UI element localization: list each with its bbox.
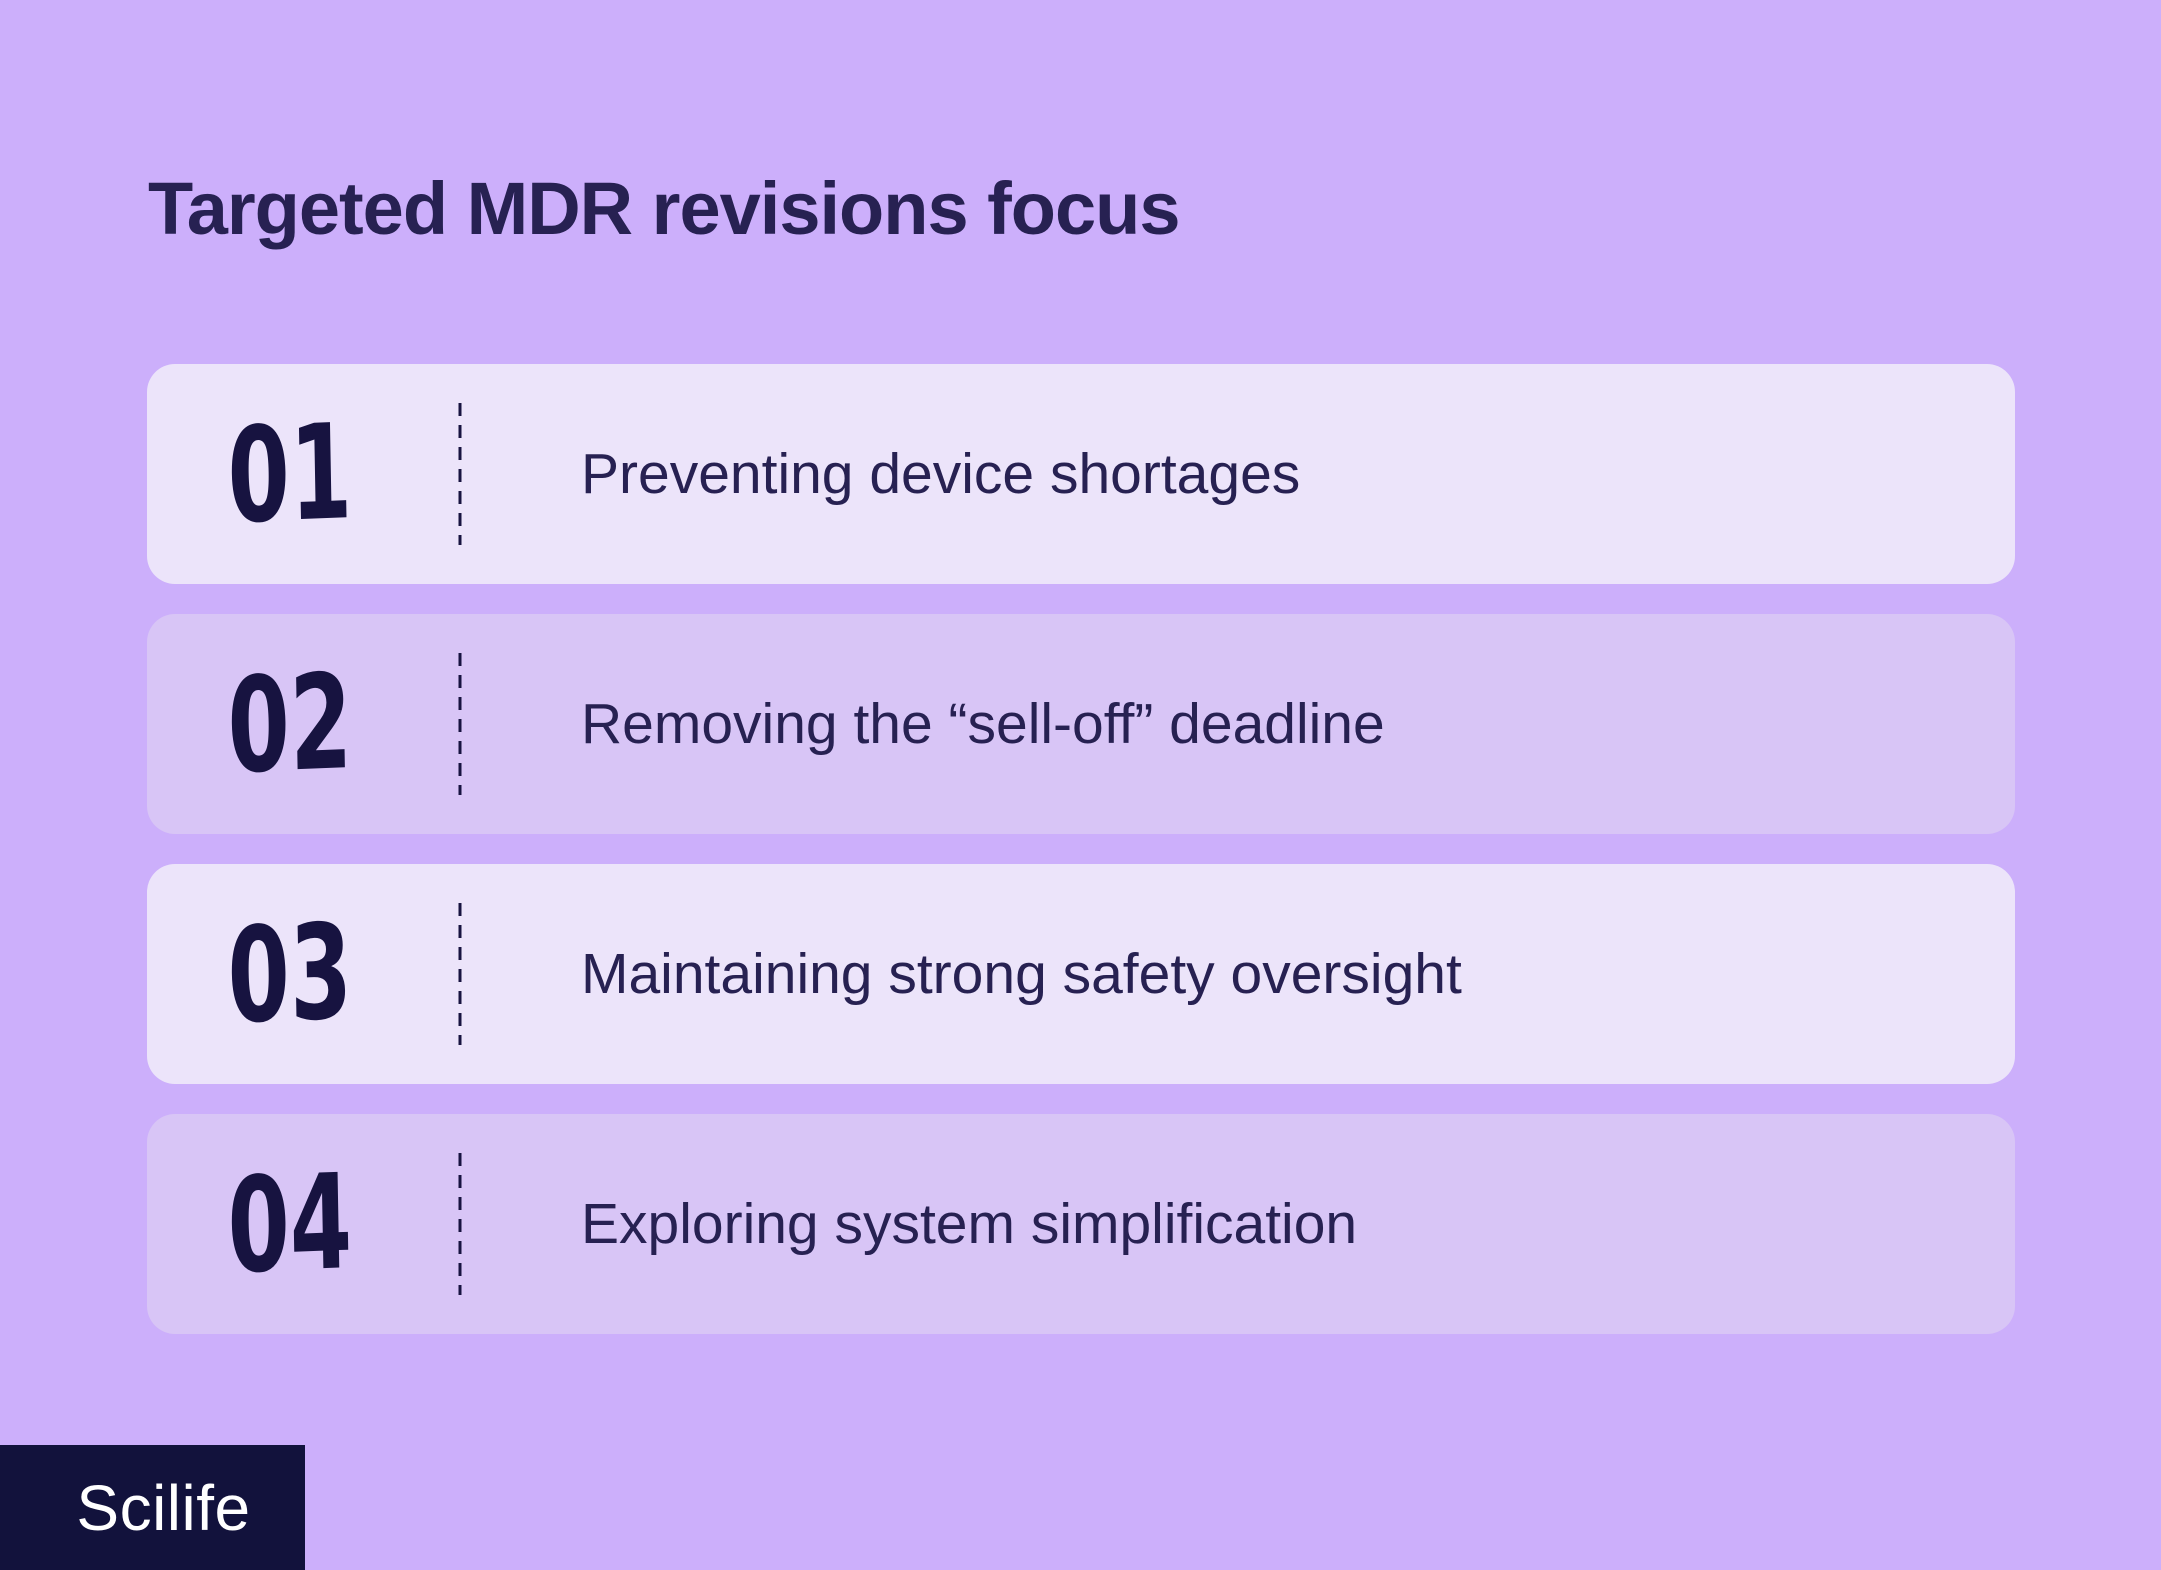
dashed-divider	[458, 401, 462, 547]
dashed-divider	[458, 901, 462, 1047]
list-item: 01 Preventing device shortages	[147, 364, 2015, 584]
item-number: 01	[226, 395, 354, 553]
item-label: Preventing device shortages	[581, 441, 1301, 506]
item-label: Removing the “sell-off” deadline	[581, 691, 1385, 756]
list-item: 03 Maintaining strong safety oversight	[147, 864, 2015, 1084]
list-item: 02 Removing the “sell-off” deadline	[147, 614, 2015, 834]
dashed-divider	[458, 1151, 462, 1297]
item-number: 02	[226, 645, 354, 803]
item-number: 04	[226, 1145, 354, 1303]
item-number: 03	[226, 895, 354, 1053]
scilife-logo: Scilife	[0, 1445, 305, 1570]
item-label: Exploring system simplification	[581, 1191, 1358, 1256]
scilife-logo-text: Scilife	[76, 1471, 251, 1544]
page-title: Targeted MDR revisions focus	[148, 167, 1181, 250]
focus-items-list: 01 Preventing device shortages 02 Removi…	[147, 364, 2015, 1334]
dashed-divider	[458, 651, 462, 797]
list-item: 04 Exploring system simplification	[147, 1114, 2015, 1334]
item-label: Maintaining strong safety oversight	[581, 941, 1462, 1006]
